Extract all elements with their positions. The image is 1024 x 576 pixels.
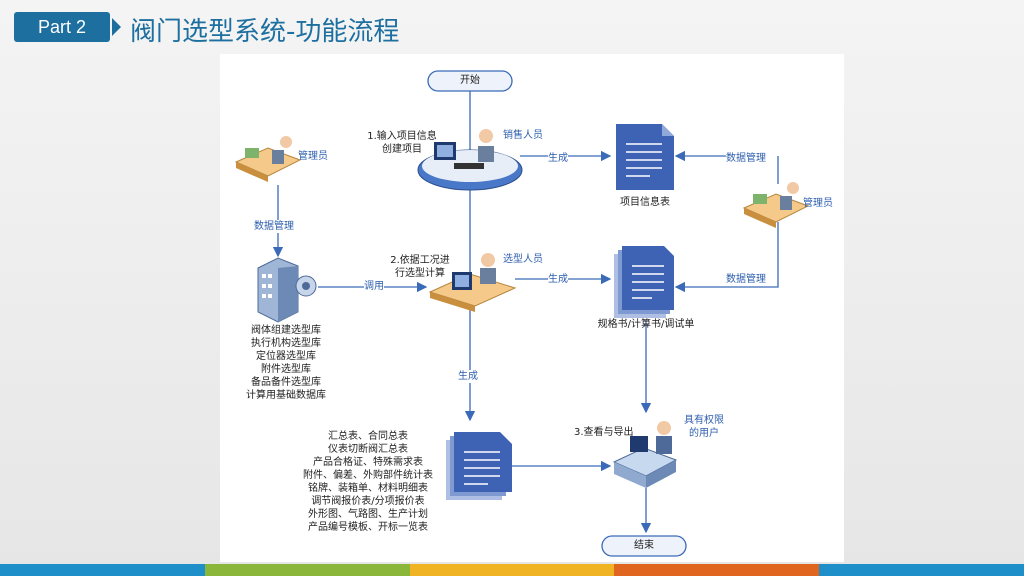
project-info-table-label: 项目信息表 [620,197,670,208]
selector-role-label: 选型人员 [503,254,543,265]
edge-label-call: 调用 [364,280,384,293]
admin-left-label: 管理员 [298,151,328,162]
sales-role-label: 销售人员 [503,130,543,141]
bottom-color-bar [0,564,1024,576]
database-list: 阀体组建选型库 执行机构选型库 定位器选型库 附件选型库 备品备件选型库 计算用… [246,325,326,401]
edge-label-generate-2: 生成 [548,273,568,286]
end-terminal [601,535,687,557]
admin-right-icon [742,182,810,228]
start-terminal [427,70,513,92]
bottom-bar-segment [204,564,410,576]
edge-label-data-mgmt-right-top: 数据管理 [726,152,766,165]
edge-label-data-mgmt-right-bottom: 数据管理 [726,273,766,286]
project-info-document-icon [616,124,674,190]
bottom-bar-segment [819,564,1024,576]
badge-arrow-icon [112,18,121,36]
edge-admin-right-bottom [674,222,779,293]
authorized-user-label: 具有权限 的用户 [684,415,724,439]
selector-workstation-icon [428,253,517,312]
database-server-icon [257,257,317,323]
spec-documents-icon [614,246,674,318]
end-label: 结束 [634,540,654,551]
diagram-panel [220,54,844,562]
admin-right-label: 管理员 [803,198,833,209]
spec-docs-label: 规格书/计算书/调试单 [597,319,695,330]
bottom-bar-segment [409,564,615,576]
bottom-bar-segment [614,564,820,576]
sales-workstation-icon [417,129,523,191]
start-label: 开始 [460,75,480,86]
part-badge: Part 2 [14,12,110,42]
page-title: 阀门选型系统-功能流程 [130,17,400,47]
authorized-user-icon [612,421,678,488]
output-documents-icon [446,432,512,500]
bottom-bar-segment [0,564,205,576]
edge-label-data-mgmt-left: 数据管理 [254,220,294,233]
step3-label: 3.查看与导出 [574,427,634,438]
output-list: 汇总表、合同总表 仪表切断阀汇总表 产品合格证、特殊需求表 附件、偏差、外购部件… [303,431,433,533]
edge-label-generate-1: 生成 [548,152,568,165]
step1-label: 1.输入项目信息 创建项目 [367,131,437,155]
step2-label: 2.依据工况进 行选型计算 [390,255,450,279]
edge-label-generate-3: 生成 [458,370,478,383]
admin-left-icon [234,136,302,182]
